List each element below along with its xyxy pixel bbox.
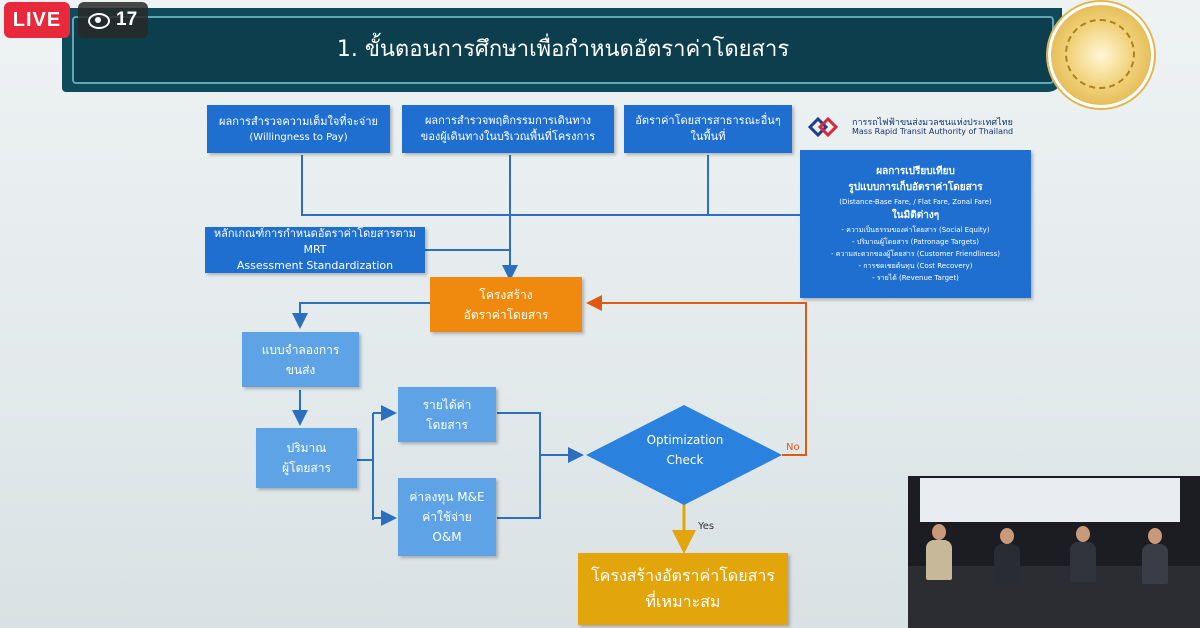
willingness-box: ผลการสำรวจความเต็มใจที่จะจ่าย (Willingne… [207, 105, 390, 153]
fare-structure-line2: อัตราค่าโดยสาร [463, 307, 549, 322]
costs-line3: O&M [432, 530, 462, 544]
transport-model-box: แบบจำลองการ ขนส่ง [242, 332, 359, 387]
comparison-box: ผลการเปรียบเทียบ รูปแบบการเก็บอัตราค่าโด… [800, 150, 1031, 298]
no-label: No [786, 442, 800, 453]
behavior-box: ผลการสำรวจพฤติกรรมการเดินทาง ของผู้เดินท… [402, 105, 614, 153]
comparison-bullet: - รายได้ (Revenue Target) [872, 274, 959, 282]
comparison-bullet: - การชดเชยต้นทุน (Cost Recovery) [858, 262, 973, 270]
revenue-line2: โดยสาร [426, 417, 468, 432]
mrt-criteria-line2: Assessment Standardization [236, 259, 394, 272]
comparison-subtitle: (Distance-Base Fare, / Flat Fare, Zonal … [839, 198, 992, 206]
result-line2: ที่เหมาะสม [645, 592, 721, 611]
comparison-title1: ผลการเปรียบเทียบ [876, 166, 955, 177]
optimization-line2: Check [666, 453, 704, 467]
mrt-criteria-box: หลักเกณฑ์การกำหนดอัตราค่าโดยสารตาม MRT A… [205, 227, 425, 273]
royal-seal-icon [1048, 2, 1154, 108]
optimization-decision [586, 405, 782, 505]
viewer-count-badge[interactable]: 17 [78, 2, 148, 38]
other-fares-line1: อัตราค่าโดยสารสาธารณะอื่นๆ [635, 114, 781, 127]
ridership-line2: ผู้โดยสาร [282, 461, 331, 475]
title-bar: 1. ขั้นตอนการศึกษาเพื่อกำหนดอัตราค่าโดยส… [62, 8, 1062, 92]
behavior-line2: ของผู้เดินทางในบริเวณพื้นที่โครงการ [420, 130, 596, 143]
yes-label: Yes [698, 521, 715, 532]
other-fares-line2: ในพื้นที่ [690, 130, 726, 143]
viewer-count: 17 [116, 9, 138, 30]
slide-title: 1. ขั้นตอนการศึกษาเพื่อกำหนดอัตราค่าโดยส… [336, 37, 790, 62]
comparison-bullet: - ปริมาณผู้โดยสาร (Patronage Targets) [851, 238, 980, 246]
speaker-person [924, 524, 954, 584]
logo-english-name: Mass Rapid Transit Authority of Thailand [852, 127, 1014, 136]
other-fares-box: อัตราค่าโดยสารสาธารณะอื่นๆ ในพื้นที่ [624, 105, 792, 153]
costs-line2: ค่าใช้จ่าย [422, 510, 472, 524]
logo-thai-name: การรถไฟฟ้าขนส่งมวลชนแห่งประเทศไทย [852, 118, 1013, 128]
optimization-line1: Optimization [646, 433, 724, 447]
fare-structure-box: โครงสร้าง อัตราค่าโดยสาร [430, 277, 582, 332]
speaker-person [1140, 528, 1170, 588]
seal-ring [1065, 19, 1135, 89]
title-frame: 1. ขั้นตอนการศึกษาเพื่อกำหนดอัตราค่าโดยส… [72, 16, 1054, 84]
revenue-line1: รายได้ค่า [422, 397, 472, 412]
costs-line1: ค่าลงทุน M&E [409, 490, 485, 504]
comparison-bullet: - ความสะดวกของผู้โดยสาร (Customer Friend… [831, 250, 1000, 258]
costs-box: ค่าลงทุน M&E ค่าใช้จ่าย O&M [398, 478, 496, 556]
mrta-logo: การรถไฟฟ้าขนส่งมวลชนแห่งประเทศไทย Mass R… [808, 112, 1038, 142]
result-box: โครงสร้างอัตราค่าโดยสาร ที่เหมาะสม [578, 553, 788, 625]
video-screen-projection [920, 478, 1180, 522]
comparison-title2: รูปแบบการเก็บอัตราค่าโดยสาร [848, 182, 983, 193]
transport-model-line2: ขนส่ง [285, 362, 316, 377]
speaker-person [992, 528, 1022, 588]
result-line1: โครงสร้างอัตราค่าโดยสาร [591, 566, 775, 585]
behavior-line1: ผลการสำรวจพฤติกรรมการเดินทาง [424, 114, 592, 127]
optimization-label: Optimization Check [585, 430, 785, 470]
speaker-video-pip[interactable] [908, 476, 1200, 628]
mrta-logo-icon [808, 116, 838, 138]
revenue-box: รายได้ค่า โดยสาร [398, 387, 496, 442]
speaker-person [1068, 526, 1098, 586]
ridership-box: ปริมาณ ผู้โดยสาร [256, 428, 357, 488]
willingness-line1: ผลการสำรวจความเต็มใจที่จะจ่าย [219, 114, 378, 128]
eye-icon [88, 13, 110, 29]
comparison-bullet: - ความเป็นธรรมของค่าโดยสาร (Social Equit… [841, 226, 990, 234]
live-badge: LIVE [4, 2, 70, 38]
mrt-criteria-line1: หลักเกณฑ์การกำหนดอัตราค่าโดยสารตาม MRT [213, 227, 417, 256]
comparison-title3: ในมิติต่างๆ [891, 210, 940, 221]
fare-structure-line1: โครงสร้าง [479, 287, 533, 302]
willingness-line2: (Willingness to Pay) [249, 131, 348, 143]
transport-model-line1: แบบจำลองการ [261, 342, 340, 357]
ridership-line1: ปริมาณ [286, 441, 327, 455]
